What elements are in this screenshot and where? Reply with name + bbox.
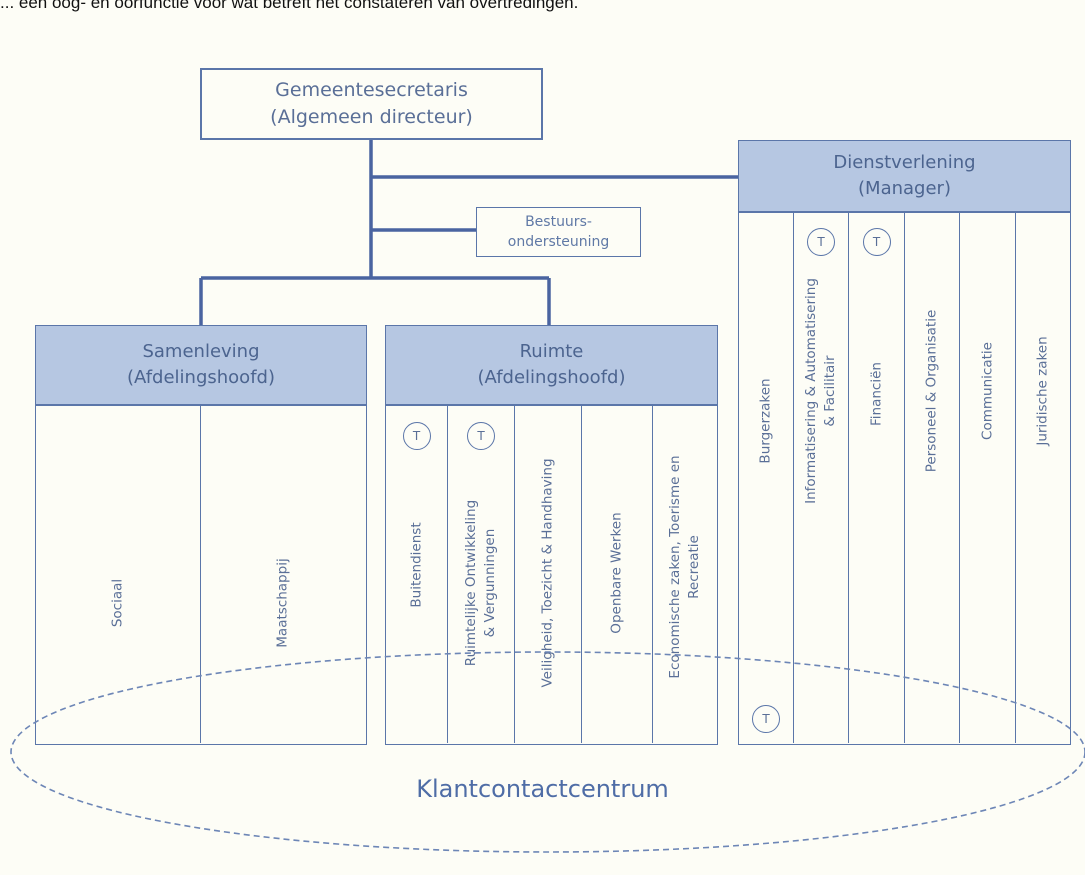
unit-ruimtelijke-ontwikkeling: T Ruimtelijke Ontwikkeling & Vergunninge… xyxy=(448,406,515,743)
department-samenleving-title: Samenleving xyxy=(142,341,260,362)
department-samenleving-header: Samenleving (Afdelingshoofd) xyxy=(36,326,366,406)
intro-text-fragment: ... een oog- en oorfunctie voor wat betr… xyxy=(0,0,579,12)
t-marker-icon: T xyxy=(752,705,780,733)
customer-contact-center-label: Klantcontactcentrum xyxy=(416,775,669,803)
unit-openbare-werken: Openbare Werken xyxy=(582,406,653,743)
administrative-support-line2: ondersteuning xyxy=(507,234,610,250)
unit-financien: T Financiën xyxy=(849,213,905,743)
t-marker-icon: T xyxy=(862,228,891,256)
unit-sociaal: Sociaal xyxy=(36,406,201,743)
municipal-secretary-box: Gemeentesecretaris (Algemeen directeur) xyxy=(200,68,543,140)
department-dienstverlening-header: Dienstverlening (Manager) xyxy=(739,141,1070,213)
department-ruimte-units: T Buitendienst T Ruimtelijke Ontwikkelin… xyxy=(386,406,717,743)
unit-buitendienst: T Buitendienst xyxy=(386,406,448,743)
t-marker-icon: T xyxy=(807,228,835,256)
unit-informatisering-automatisering: T Informatisering & Automatisering & Fac… xyxy=(794,213,849,743)
department-ruimte-title: Ruimte xyxy=(519,341,584,362)
department-ruimte: Ruimte (Afdelingshoofd) T Buitendienst T… xyxy=(385,325,718,745)
municipal-secretary-title: Gemeentesecretaris xyxy=(275,79,468,101)
administrative-support-line1: Bestuurs- xyxy=(525,214,592,230)
department-ruimte-subtitle: (Afdelingshoofd) xyxy=(477,367,626,388)
unit-burgerzaken: Burgerzaken T xyxy=(739,213,794,743)
unit-communicatie: Communicatie xyxy=(960,213,1016,743)
department-samenleving-units: Sociaal Maatschappij xyxy=(36,406,366,743)
department-samenleving-subtitle: (Afdelingshoofd) xyxy=(127,367,275,388)
unit-veiligheid-toezicht-handhaving: Veiligheid, Toezicht & Handhaving xyxy=(515,406,582,743)
department-dienstverlening: Dienstverlening (Manager) Burgerzaken T … xyxy=(738,140,1071,745)
department-dienstverlening-title: Dienstverlening xyxy=(833,152,976,173)
t-marker-icon: T xyxy=(467,422,495,450)
administrative-support-box: Bestuurs- ondersteuning xyxy=(476,207,641,257)
unit-personeel-organisatie: Personeel & Organisatie xyxy=(905,213,960,743)
department-ruimte-header: Ruimte (Afdelingshoofd) xyxy=(386,326,717,406)
t-marker-icon: T xyxy=(402,422,431,450)
municipal-secretary-subtitle: (Algemeen directeur) xyxy=(270,106,473,128)
department-dienstverlening-units: Burgerzaken T T Informatisering & Automa… xyxy=(739,213,1070,743)
department-dienstverlening-subtitle: (Manager) xyxy=(858,178,951,199)
